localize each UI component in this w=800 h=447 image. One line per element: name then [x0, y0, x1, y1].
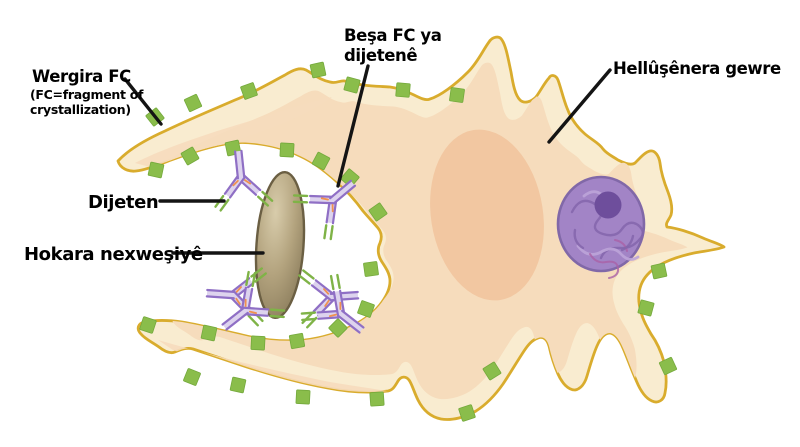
leader-lines: [123, 64, 612, 255]
fc-receptor-square: [343, 76, 361, 94]
fc-receptor-square: [637, 299, 655, 317]
fc-receptor-group: [139, 61, 678, 422]
fc-receptor-square: [449, 87, 465, 103]
fc-receptor-square: [279, 142, 295, 158]
fc-receptor-square: [368, 202, 388, 222]
fc-receptor-square: [395, 82, 411, 98]
nucleolus: [594, 191, 622, 219]
labels: Wergira FC (FC=fragment of crystallizati…: [24, 26, 781, 265]
fc-receptor-square: [309, 61, 327, 79]
fc-receptor-square: [229, 376, 247, 394]
fc-receptor-square: [183, 93, 203, 113]
macrophage-leader-line: [547, 68, 612, 144]
fc-receptor-square: [458, 404, 476, 422]
fc-receptor-square: [340, 168, 360, 188]
label-pathogen: Hokara nexweşiyê: [24, 244, 203, 265]
fc-receptor-square: [139, 316, 157, 334]
fc-receptor-square: [295, 389, 311, 405]
fc-receptor-square: [357, 300, 375, 318]
fc-receptor-square: [328, 318, 348, 338]
fc-receptor-square: [200, 324, 218, 342]
macrophage-cytoplasm-shading: [135, 62, 688, 404]
fc-receptor-square: [183, 368, 201, 386]
fc-receptor-square: [147, 161, 165, 179]
fc-receptor-square: [180, 146, 200, 166]
label-antibody: Dijeten: [88, 192, 158, 213]
fc-receptor-square: [650, 262, 668, 280]
label-fc-part-line1: Beşa FC ya: [344, 26, 441, 45]
fc-receptor-square: [658, 356, 678, 376]
nucleus: [556, 175, 646, 279]
label-fc-receptor: Wergira FC: [32, 67, 131, 86]
label-fc-receptor-sub2: crystallization): [30, 102, 131, 117]
label-macrophage: Hellûşênera gewre: [613, 59, 781, 78]
fc-receptor-square: [250, 335, 266, 351]
label-fc-part-line2: dijetenê: [344, 46, 417, 65]
fc-receptor-square: [363, 261, 379, 277]
fc-receptor-square: [311, 151, 331, 171]
fc-part-leader-line: [336, 64, 370, 188]
fc-receptor-square: [369, 391, 385, 407]
fc-receptor-square: [288, 332, 306, 350]
label-fc-receptor-sub1: (FC=fragment of: [30, 87, 144, 102]
fc-receptor-leader-line: [123, 77, 163, 126]
pathogen-oval: [254, 170, 306, 320]
fc-receptor-square: [482, 361, 502, 381]
fc-receptor-square: [240, 82, 258, 100]
